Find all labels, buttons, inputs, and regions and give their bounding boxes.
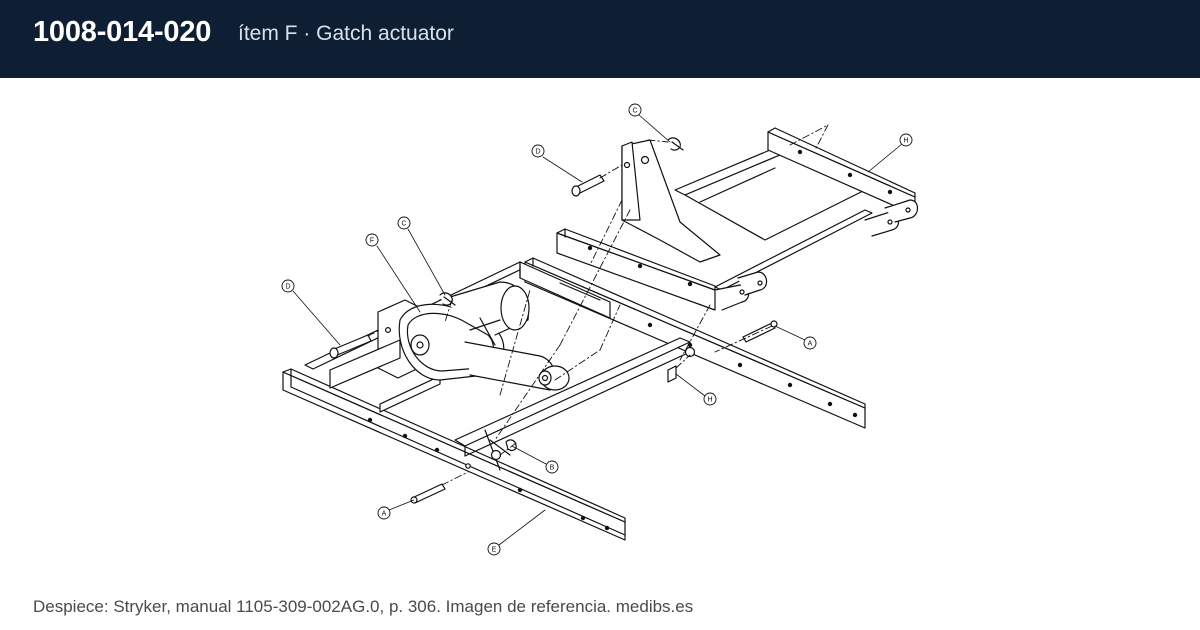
- callout-C-left: C: [397, 216, 411, 230]
- exploded-diagram: C D H F C D A H B A E: [281, 103, 919, 556]
- callout-label: F: [370, 238, 374, 245]
- callout-F: F: [365, 233, 379, 247]
- callout-E: E: [487, 542, 501, 556]
- callout-label: A: [382, 511, 387, 518]
- callout-label: H: [707, 397, 712, 404]
- actuator: [398, 281, 570, 391]
- callout-label: C: [632, 108, 637, 115]
- front-rail: [282, 368, 626, 541]
- callout-label: C: [401, 221, 406, 228]
- callout-C-top: C: [628, 103, 642, 117]
- callout-H-lower: H: [703, 392, 717, 406]
- upper-frame: [556, 127, 919, 311]
- callout-H-top: H: [899, 133, 913, 147]
- callout-B: B: [545, 460, 559, 474]
- callout-D-top: D: [531, 144, 545, 158]
- callout-label: D: [535, 149, 540, 156]
- header-bar: 1008-014-020 ítem F · Gatch actuator: [0, 0, 1200, 78]
- source-caption: Despiece: Stryker, manual 1105-309-002AG…: [33, 597, 694, 616]
- assembly-lines: [367, 124, 829, 486]
- leader-lines: [292, 114, 903, 546]
- callout-label: D: [285, 284, 290, 291]
- item-title: ítem F · Gatch actuator: [238, 22, 454, 45]
- callout-A-left: A: [377, 506, 391, 520]
- callout-label: E: [492, 547, 497, 554]
- callout-label: B: [550, 465, 555, 472]
- callout-label: H: [903, 138, 908, 145]
- callout-label: A: [808, 341, 813, 348]
- callout-D-left: D: [281, 279, 295, 293]
- callout-A-right: A: [803, 336, 817, 350]
- part-number: 1008-014-020: [33, 16, 212, 48]
